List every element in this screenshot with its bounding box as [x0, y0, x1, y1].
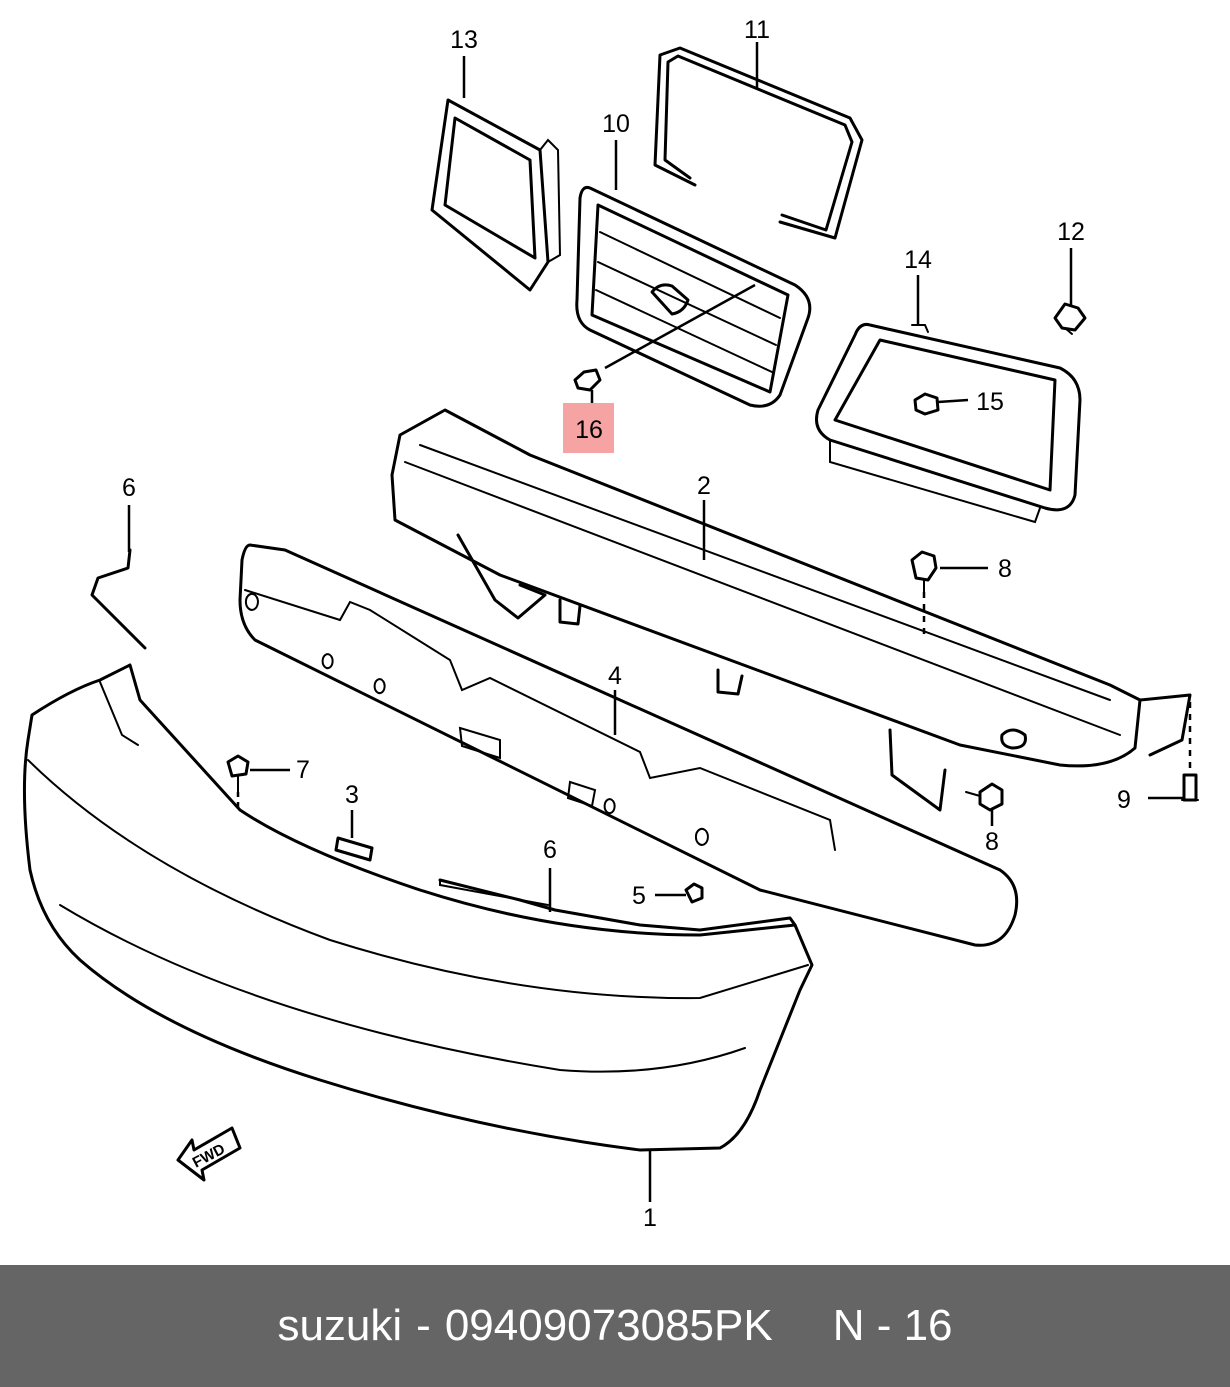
- fwd-arrow-icon: FWD: [176, 1126, 242, 1182]
- callout-15: 15: [976, 388, 1004, 416]
- callout-9: 9: [1117, 786, 1131, 814]
- part-14-headlamp-bezel: [815, 323, 1082, 524]
- callout-3: 3: [345, 781, 359, 809]
- part-4-energy-absorber: [238, 543, 1019, 947]
- callout-5: 5: [632, 882, 646, 910]
- footer-separator: -: [416, 1301, 431, 1350]
- part-13-headlamp-bezel: [430, 98, 562, 292]
- fastener-8-lower: [965, 782, 1004, 812]
- callout-12: 12: [1057, 218, 1085, 246]
- footer-part-number: 09409073085PK: [444, 1301, 773, 1350]
- callout-10: 10: [602, 110, 630, 138]
- callout-1: 1: [643, 1204, 657, 1232]
- fastener-5: [684, 882, 704, 904]
- part-12-clip: [1053, 302, 1087, 335]
- callout-14: 14: [904, 246, 932, 274]
- callout-16-highlight: [563, 403, 614, 453]
- callout-2: 2: [697, 472, 711, 500]
- fastener-9: [1181, 773, 1199, 802]
- part-2-bumper-reinforcement: [390, 408, 1192, 812]
- fastener-8-upper: [910, 550, 938, 593]
- callout-7: 7: [296, 756, 310, 784]
- part-1-bumper-cover: [22, 663, 814, 1152]
- footer-brand: suzuki: [277, 1301, 403, 1350]
- part-10-front-grille: [573, 186, 812, 408]
- parts-diagram: 13 11 10 12 14 15 16 2 6 8 4 7 3 9 8 6 5…: [22, 16, 1199, 1232]
- callout-16: 16: [575, 416, 603, 444]
- fastener-7: [226, 754, 250, 793]
- callout-8-lower: 8: [985, 828, 999, 856]
- callout-6-upper: 6: [122, 474, 136, 502]
- part-6-molding-upper: [90, 548, 147, 650]
- callout-13: 13: [450, 26, 478, 54]
- part-11-grille-seal: [653, 46, 864, 240]
- footer-caption: suzuki - 09409073085PK N - 16: [0, 1265, 1230, 1387]
- leader-lines: [127, 42, 1192, 1202]
- callout-6-lower: 6: [543, 836, 557, 864]
- callout-8-upper: 8: [998, 555, 1012, 583]
- callout-labels: 13 11 10 12 14 15 16 2 6 8 4 7 3 9 8 6 5…: [122, 16, 1131, 1232]
- footer-reference: N - 16: [832, 1301, 953, 1350]
- callout-11: 11: [744, 16, 770, 44]
- callout-4: 4: [608, 662, 622, 690]
